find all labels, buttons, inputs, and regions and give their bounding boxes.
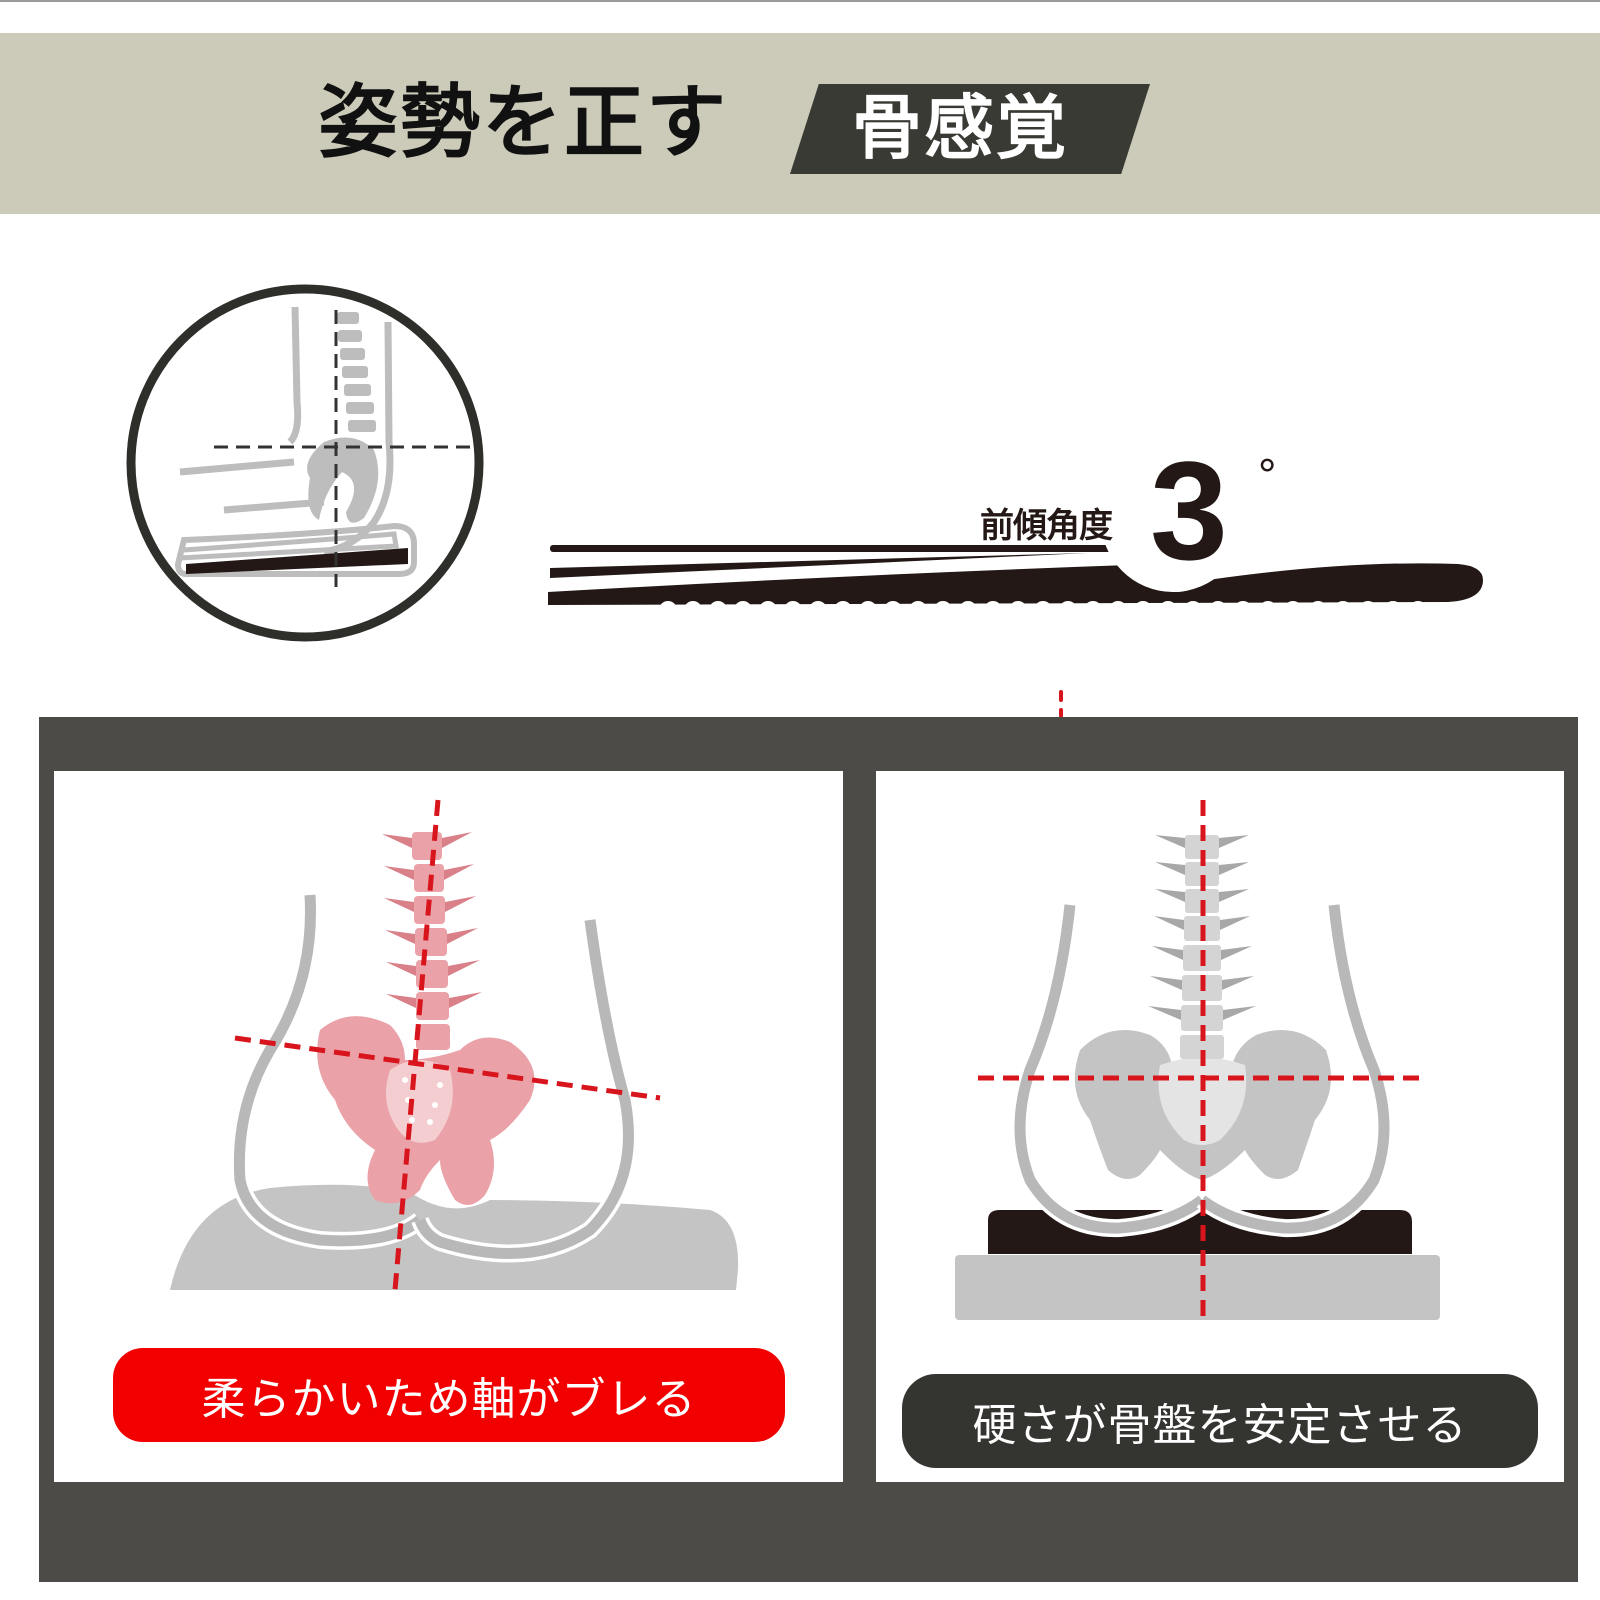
title-badge: 骨感覚 xyxy=(852,86,1068,169)
angle-value: 3 xyxy=(1150,432,1228,589)
seated-spine-side-view-icon xyxy=(126,284,484,642)
title-badge-background xyxy=(790,84,1150,174)
pelvis-tilted-soft-cushion-icon xyxy=(170,799,739,1291)
soft-cushion-caption: 柔らかいため軸がブレる xyxy=(113,1348,785,1442)
top-rule xyxy=(0,0,1600,2)
axis-dash-fragment xyxy=(1059,690,1063,718)
firm-cushion-caption: 硬さが骨盤を安定させる xyxy=(902,1374,1538,1468)
cushion-angle-diagram-icon xyxy=(548,448,1483,619)
header-band xyxy=(0,33,1600,214)
page-title: 姿勢を正す xyxy=(318,75,728,169)
degree-symbol: ° xyxy=(1258,449,1277,501)
angle-label: 前傾角度 xyxy=(980,506,1113,546)
pelvis-stable-firm-cushion-icon xyxy=(955,800,1440,1320)
